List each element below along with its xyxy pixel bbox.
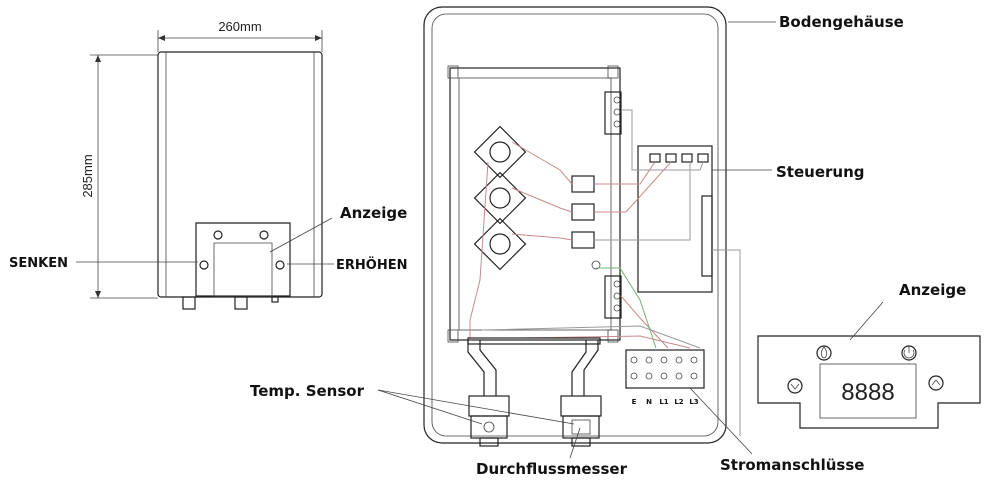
left-anzeige-label: Anzeige — [340, 204, 407, 222]
left-fitting-2 — [234, 296, 248, 310]
temp-sensor-label: Temp. Sensor — [250, 382, 365, 400]
display-panel-outline — [757, 335, 981, 429]
height-arrow-top — [95, 55, 101, 62]
relay-1 — [571, 175, 595, 193]
flame-button[interactable] — [816, 345, 832, 361]
display-panel-detail: 8888 Anzeige — [757, 281, 981, 429]
width-arrow-right — [315, 35, 322, 41]
left-display-plate — [195, 222, 291, 297]
down-button[interactable] — [787, 378, 803, 394]
pipe-bracket — [467, 337, 601, 345]
terminal-label-l3: L3 — [689, 398, 698, 406]
senken-button-icon — [199, 260, 209, 270]
terminal-label-e: E — [632, 398, 637, 406]
thermostat-3 — [473, 217, 527, 271]
bodengehaeuse-label: Bodengehäuse — [779, 13, 904, 31]
inlet-pipe — [467, 340, 497, 396]
terminal-label-n: N — [646, 398, 652, 406]
erhoehen-label: ERHÖHEN — [336, 257, 407, 273]
board-pin-header — [701, 195, 713, 277]
terminal-label-l2: L2 — [674, 398, 683, 406]
outlet-pipe — [571, 340, 599, 396]
thermostat-2 — [473, 171, 527, 225]
wiring — [469, 109, 741, 436]
erhoehen-button-icon — [275, 260, 285, 270]
height-dimension-text: 285mm — [80, 154, 95, 197]
relay-3 — [571, 231, 595, 249]
thermostat-1 — [473, 125, 527, 179]
left-fitting-1 — [182, 296, 196, 310]
stromanschluesse-label: Stromanschlüsse — [720, 456, 864, 474]
left-plate-screw-1 — [213, 230, 223, 240]
temp-sensor-leader-2 — [377, 389, 575, 425]
left-fitting-3 — [271, 296, 279, 303]
flame-icon — [820, 346, 828, 359]
height-arrow-bottom — [95, 291, 101, 298]
display-window — [819, 363, 917, 419]
panel-anzeige-leader — [849, 301, 884, 341]
stromanschluesse-leader — [689, 387, 753, 455]
left-display-window — [213, 242, 273, 297]
left-plate-screw-2 — [259, 230, 269, 240]
senken-label: SENKEN — [9, 256, 68, 271]
power-icon — [903, 346, 915, 359]
bottom-housing-inner — [431, 13, 719, 437]
durchflussmesser-leader — [569, 427, 581, 459]
temp-sensor-leader-1 — [377, 389, 483, 425]
left-view: 260mm 285mm SENKEN ERHÖHEN Anzeige — [9, 19, 407, 310]
up-button[interactable] — [928, 375, 944, 391]
plate-tab-3 — [447, 329, 459, 343]
width-dimension-text: 260mm — [218, 19, 261, 34]
steuerung-label: Steuerung — [776, 163, 865, 181]
left-housing — [157, 51, 323, 298]
plate-tab-1 — [447, 65, 459, 79]
bottom-housing — [423, 6, 727, 444]
plate-terminal-top — [604, 91, 622, 135]
inlet-fitting — [468, 395, 510, 447]
durchflussmesser-label: Durchflussmesser — [476, 460, 628, 478]
main-view: E N L1 L2 L3 Bodengehäuse Steue — [250, 6, 904, 478]
chevron-down-icon — [790, 383, 800, 390]
ground-screw — [591, 260, 601, 270]
relay-2 — [571, 203, 595, 221]
board-connector-1 — [649, 153, 661, 163]
heater-plate — [449, 67, 621, 341]
plate-terminal-bottom — [604, 275, 622, 319]
terminal-label-l1: L1 — [659, 398, 668, 406]
plate-tab-2 — [607, 65, 619, 79]
panel-anzeige-label: Anzeige — [899, 281, 966, 299]
left-anzeige-leader — [269, 217, 333, 253]
width-arrow-left — [158, 35, 165, 41]
board-connector-2 — [665, 153, 677, 163]
chevron-up-icon — [931, 379, 941, 386]
power-button[interactable] — [901, 345, 917, 361]
mains-terminal-block — [625, 349, 705, 389]
board-connector-3 — [681, 153, 693, 163]
display-digits: 8888 — [841, 379, 894, 406]
board-connector-4 — [697, 153, 709, 163]
flowmeter-fitting — [560, 395, 602, 447]
heater-plate-inner — [458, 77, 612, 331]
